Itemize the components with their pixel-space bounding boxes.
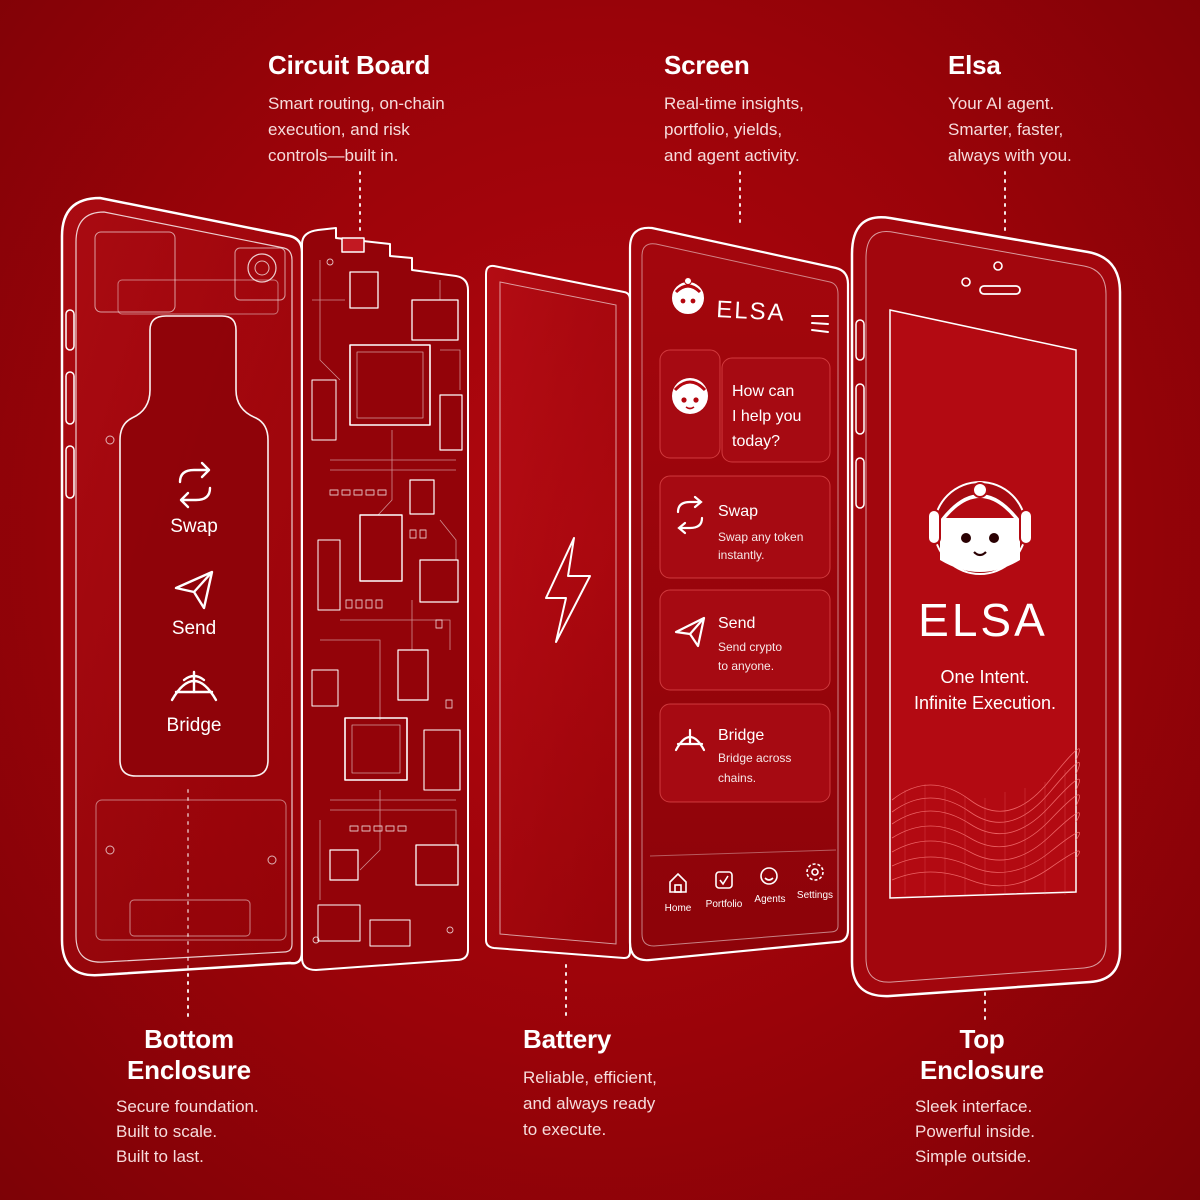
desc-line: Smarter, faster, — [948, 120, 1064, 139]
label-battery: Battery Reliable, efficient, and always … — [523, 1024, 723, 1143]
label-top-enclosure-desc: Sleek interface. Powerful inside. Simple… — [915, 1094, 1115, 1169]
desc-line: Simple outside. — [915, 1147, 1032, 1166]
top-enclosure-brand: ELSA — [918, 594, 1048, 646]
label-bottom-enclosure-title: Bottom Enclosure — [116, 1024, 262, 1086]
lightning-icon — [545, 537, 591, 643]
nav-home[interactable]: Home — [665, 903, 692, 914]
panel-bridge-label: Bridge — [167, 715, 222, 736]
bottom-enclosure-frame — [60, 196, 304, 977]
label-bottom-enclosure-desc: Secure foundation. Built to scale. Built… — [116, 1094, 316, 1169]
battery — [485, 264, 631, 960]
top-enclosure-device: ELSA One Intent. Infinite Execution. — [850, 216, 1122, 998]
desc-line: and agent activity. — [664, 146, 800, 165]
swap-card-desc-2: instantly. — [718, 548, 764, 562]
label-elsa-title: Elsa — [948, 50, 1001, 80]
desc-line: always with you. — [948, 146, 1072, 165]
send-card-title: Send — [718, 615, 755, 632]
desc-line: portfolio, yields, — [664, 120, 783, 139]
elsa-logo-icon — [672, 277, 704, 314]
bridge-card-desc-2: chains. — [718, 771, 756, 785]
greeting-bubble — [721, 357, 831, 463]
title-line: Bottom — [144, 1024, 234, 1054]
title-line: Top — [959, 1024, 1005, 1054]
wave-mesh-graphic — [891, 748, 1081, 895]
screen-brand: ELSA — [716, 296, 787, 327]
menu-icon[interactable] — [811, 315, 829, 333]
desc-line: Built to scale. — [116, 1122, 218, 1141]
title-line: Enclosure — [920, 1055, 1044, 1085]
label-screen: Screen Real-time insights, portfolio, yi… — [664, 50, 864, 169]
nav-agents[interactable]: Agents — [754, 894, 785, 905]
desc-line: Reliable, efficient, — [523, 1068, 657, 1087]
title-line: Enclosure — [127, 1055, 251, 1085]
label-screen-title: Screen — [664, 50, 750, 80]
label-battery-desc: Reliable, efficient, and always ready to… — [523, 1065, 723, 1143]
send-icon — [674, 616, 706, 648]
panel-swap-label: Swap — [170, 516, 218, 537]
greeting-line-2: I help you — [732, 408, 801, 425]
greeting-avatar-icon — [672, 378, 708, 414]
settings-icon[interactable] — [806, 863, 824, 881]
bridge-card-title: Bridge — [718, 727, 764, 744]
label-circuit-board: Circuit Board Smart routing, on-chain ex… — [268, 50, 508, 169]
bridge-icon — [674, 728, 706, 752]
nav-portfolio[interactable]: Portfolio — [706, 899, 743, 910]
bridge-card[interactable] — [659, 703, 831, 803]
desc-line: execution, and risk — [268, 120, 410, 139]
swap-card-desc-1: Swap any token — [718, 530, 803, 544]
panel-send-icon — [174, 570, 214, 610]
label-elsa-desc: Your AI agent. Smarter, faster, always w… — [948, 91, 1148, 169]
send-card-desc-1: Send crypto — [718, 640, 782, 654]
screen-device: ELSA How can I help you today? Swap Swap… — [628, 226, 850, 962]
label-top-enclosure: Top Enclosure Sleek interface. Powerful … — [915, 1024, 1115, 1169]
label-elsa: Elsa Your AI agent. Smarter, faster, alw… — [948, 50, 1148, 169]
desc-line: controls—built in. — [268, 146, 399, 165]
desc-line: Secure foundation. — [116, 1097, 259, 1116]
desc-line: Real-time insights, — [664, 94, 804, 113]
label-top-enclosure-title: Top Enclosure — [915, 1024, 1049, 1086]
panel-bridge-icon — [170, 670, 218, 702]
desc-line: Powerful inside. — [915, 1122, 1036, 1141]
desc-line: Sleek interface. — [915, 1097, 1033, 1116]
swap-card[interactable] — [659, 475, 831, 579]
label-circuit-board-desc: Smart routing, on-chain execution, and r… — [268, 91, 508, 169]
home-icon[interactable] — [669, 872, 687, 893]
agents-icon[interactable] — [760, 867, 778, 885]
greeting-line-3: today? — [732, 433, 780, 450]
desc-line: Built to last. — [116, 1147, 204, 1166]
elsa-mascot-icon — [927, 481, 1033, 575]
label-battery-title: Battery — [523, 1024, 612, 1054]
panel-send-label: Send — [172, 618, 216, 639]
greeting-line-1: How can — [732, 383, 794, 400]
desc-line: Smart routing, on-chain — [268, 94, 445, 113]
desc-line: and always ready — [523, 1094, 656, 1113]
send-card-desc-2: to anyone. — [718, 659, 774, 673]
swap-icon — [676, 495, 704, 535]
circuit-board — [301, 227, 469, 971]
label-circuit-board-title: Circuit Board — [268, 50, 431, 80]
label-bottom-enclosure: Bottom Enclosure Secure foundation. Buil… — [116, 1024, 316, 1169]
tagline-line-1: One Intent. — [940, 667, 1029, 687]
portfolio-icon[interactable] — [715, 871, 733, 889]
desc-line: to execute. — [523, 1120, 607, 1139]
bridge-card-desc-1: Bridge across — [718, 751, 791, 765]
swap-card-title: Swap — [718, 503, 758, 520]
panel-swap-icon — [178, 461, 212, 509]
tagline-line-2: Infinite Execution. — [914, 693, 1056, 713]
label-screen-desc: Real-time insights, portfolio, yields, a… — [664, 91, 864, 169]
nav-settings[interactable]: Settings — [797, 890, 833, 901]
send-card[interactable] — [659, 589, 831, 691]
desc-line: Your AI agent. — [948, 94, 1055, 113]
